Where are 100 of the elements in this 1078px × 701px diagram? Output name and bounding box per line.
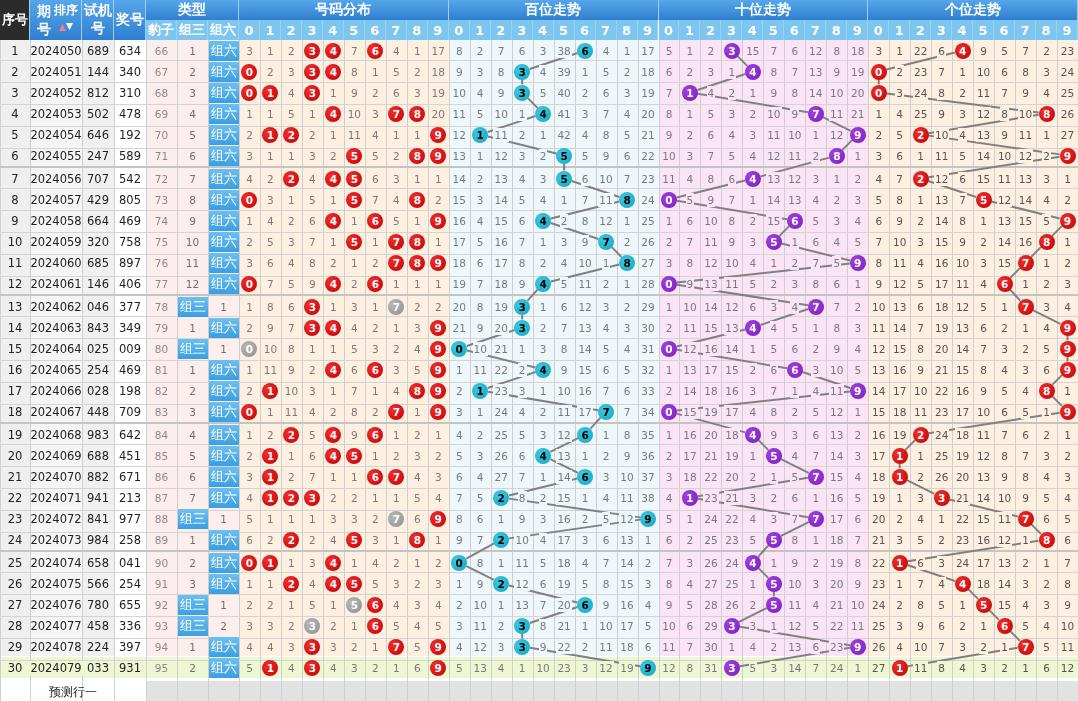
type-tag: 组六 (209, 146, 239, 166)
trend-line (696, 92, 809, 114)
type-tag: 组六 (209, 574, 239, 594)
digit-header: 4 (742, 20, 764, 40)
trend-line (549, 222, 600, 240)
digit-header: 3 (301, 20, 323, 40)
test-number: 028 (86, 383, 110, 398)
trend-line (738, 607, 768, 623)
miss-count: 9 (685, 276, 695, 291)
trend-line (521, 78, 524, 86)
trend-line (1030, 246, 1042, 258)
issue-number: 2024053 (29, 106, 83, 121)
miss-count: 7 (790, 511, 800, 526)
test-number: 224 (86, 639, 110, 654)
row-number: 7 (10, 171, 20, 186)
type-tag: 组六 (209, 637, 239, 657)
issue-number: 2024055 (29, 148, 83, 163)
trend-line (1009, 630, 1021, 642)
trend-line (927, 411, 1061, 435)
trend-line (675, 283, 809, 307)
issue-number: 2024070 (29, 469, 83, 484)
type-tag: 组六 (209, 530, 239, 550)
column-header: 组三 (177, 20, 208, 40)
issue-number: 2024054 (29, 127, 83, 142)
row-number: 26 (6, 576, 24, 591)
winning-number: 671 (118, 469, 142, 484)
column-header: 奖号 (114, 0, 146, 40)
row-number: 6 (10, 148, 20, 163)
trend-line (465, 542, 496, 560)
trend-line (528, 606, 579, 624)
trend-line (1031, 309, 1062, 325)
test-number: 646 (86, 127, 110, 142)
miss-count: 3 (769, 660, 779, 675)
digit-header: 2 (280, 20, 302, 40)
trend-line (905, 479, 936, 495)
trend-line (508, 497, 642, 519)
column-header: 百位走势 (448, 0, 659, 20)
digit-header: 0 (239, 20, 260, 40)
trend-line (526, 288, 539, 302)
issue-number: 2024064 (29, 341, 83, 356)
issue-number: 2024069 (29, 448, 83, 463)
type-tag: 组三 (178, 616, 208, 636)
digit-header: 2 (490, 20, 512, 40)
miss-count: 2 (538, 148, 548, 163)
row-number: 17 (6, 383, 24, 398)
digit-header: 4 (952, 20, 974, 40)
winning-number: 336 (118, 618, 142, 633)
row-number: 8 (10, 192, 20, 207)
type-tag: 组六 (209, 253, 239, 273)
trend-line (589, 416, 602, 430)
type-tag: 组六 (209, 83, 239, 103)
digit-header: 5 (553, 20, 575, 40)
trend-line (696, 73, 747, 91)
trend-line (927, 134, 1061, 156)
test-number: 502 (86, 106, 110, 121)
miss-count: 6 (958, 171, 967, 186)
test-number: 254 (86, 362, 110, 377)
digit-header: 6 (574, 20, 596, 40)
miss-count: 7 (958, 192, 967, 207)
test-number: 566 (86, 576, 110, 591)
trend-line (486, 135, 558, 155)
trend-line (549, 263, 621, 283)
type-tag: 组六 (209, 62, 239, 82)
miss-count: 2 (559, 213, 569, 228)
trend-line (507, 584, 579, 604)
type-tag: 组六 (209, 553, 239, 573)
miss-count: 8 (538, 618, 548, 633)
type-tag: 组六 (209, 232, 239, 252)
miss-count: 9 (580, 234, 590, 249)
trend-line (1051, 374, 1063, 386)
row-number: 4 (10, 106, 20, 121)
issue-number: 2024075 (29, 576, 83, 591)
test-number: 707 (86, 171, 110, 186)
digit-header: 3 (721, 20, 743, 40)
trend-line (610, 246, 623, 258)
trend-line (885, 92, 1040, 114)
miss-count: 5 (559, 276, 569, 291)
issue-number: 2024066 (29, 383, 83, 398)
type-tag: 组六 (209, 658, 239, 678)
type-tag: 组六 (209, 190, 239, 210)
digit-header: 0 (658, 20, 680, 40)
issue-number: 2024052 (29, 85, 83, 100)
digit-header: 0 (868, 20, 890, 40)
winning-number: 254 (118, 576, 142, 591)
trend-line (927, 155, 1061, 179)
type-tag: 组六 (209, 360, 239, 380)
trend-line (675, 262, 851, 284)
winning-number: 009 (118, 341, 142, 356)
type-tag: 组六 (209, 446, 239, 466)
type-tag: 组三 (178, 509, 208, 529)
trend-line (757, 544, 770, 558)
digit-header: 6 (784, 20, 806, 40)
miss-count: 4 (937, 576, 946, 591)
trend-line (778, 225, 791, 237)
winning-number: 192 (118, 127, 142, 142)
trend-line (526, 97, 539, 109)
issue-number: 2024051 (29, 64, 83, 79)
type-tag: 组三 (178, 339, 208, 359)
row-number: 18 (6, 404, 24, 419)
miss-count: 5 (601, 511, 611, 526)
